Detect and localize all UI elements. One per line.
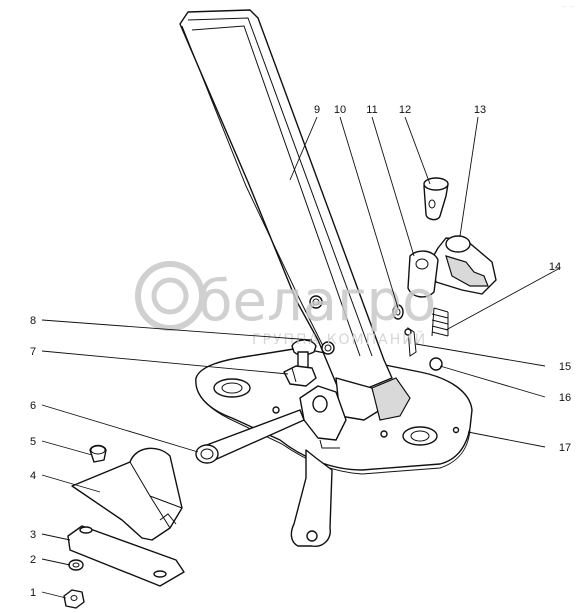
callout-9: 9	[314, 104, 320, 116]
callout-8: 8	[30, 315, 36, 327]
callout-17: 17	[559, 442, 571, 454]
callout-12: 12	[399, 104, 411, 116]
nut-1	[63, 589, 85, 609]
callout-7: 7	[30, 346, 36, 358]
callout-3: 3	[30, 529, 36, 541]
pin-12	[423, 177, 449, 221]
clevis	[299, 385, 347, 449]
washer-2	[68, 559, 84, 571]
bolt-5	[89, 444, 107, 463]
watermark-brand: белагро	[198, 269, 436, 334]
corner-mark: ·· ··	[562, 4, 574, 9]
callout-11: 11	[366, 104, 377, 116]
leader-lines	[41, 116, 561, 599]
spring-14	[431, 307, 449, 337]
callout-5: 5	[30, 436, 36, 448]
callout-4: 4	[30, 470, 36, 482]
callout-labels: 1 2 3 4 5 6 7 8 9 10 11 12 13 14 15 16 1…	[30, 104, 571, 599]
pedal-lever	[179, 9, 411, 421]
callout-2: 2	[30, 554, 36, 566]
callout-14: 14	[549, 261, 561, 273]
small-pin-15	[404, 327, 417, 357]
washer-10	[392, 304, 404, 320]
plate-3	[67, 525, 185, 587]
ball-16	[429, 357, 443, 371]
bolt-7	[283, 339, 317, 387]
ratchet-block-13	[407, 235, 497, 298]
callout-15: 15	[559, 361, 571, 373]
watermark-subtitle: ГРУППА КОМПАНИЙ	[252, 330, 427, 348]
pin-6	[195, 409, 305, 464]
callout-13: 13	[474, 104, 486, 116]
callout-16: 16	[559, 392, 571, 404]
watermark-logo: белагро ГРУППА КОМПАНИЙ	[135, 261, 436, 348]
callout-6: 6	[30, 400, 36, 412]
callout-1: 1	[30, 587, 36, 599]
callout-10: 10	[334, 104, 346, 116]
cover-4	[71, 447, 183, 541]
